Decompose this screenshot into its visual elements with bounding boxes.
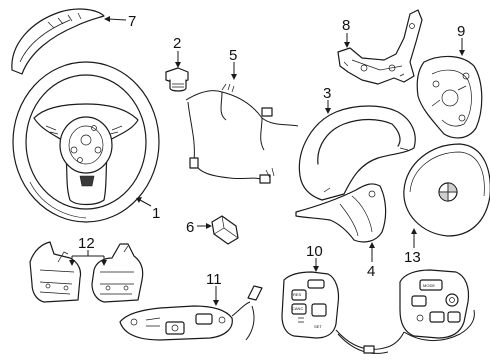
callout-numbers: 7 2 5 8 9 3 1 6 13 4 10 11 12 [78, 13, 465, 288]
paddle-shifter-right-part [91, 243, 144, 303]
backing-plate-part [416, 55, 483, 139]
right-switch-part: MODE [399, 269, 470, 339]
airbag-part [403, 143, 490, 237]
callout-10: 10 [306, 243, 323, 260]
wiring-harness-part [185, 83, 299, 184]
screw-part [165, 67, 189, 92]
callout-1: 1 [152, 205, 160, 222]
callout-11: 11 [206, 271, 222, 288]
lower-cover-part [298, 105, 416, 201]
steering-wheel-part [12, 61, 160, 223]
canc-button-label: CANC [292, 306, 303, 311]
mode-button-label: MODE [423, 283, 435, 288]
res-button-label: RES [293, 292, 302, 297]
lower-switch-part [119, 285, 263, 341]
callout-13: 13 [404, 249, 421, 266]
paddle-shifter-left-part [29, 241, 82, 303]
callout-5: 5 [229, 47, 237, 64]
set-button-label: SET [314, 324, 322, 329]
rim-cover-part [11, 8, 105, 75]
trim-panel-part [295, 183, 387, 243]
callout-12: 12 [78, 235, 95, 252]
callout-9: 9 [457, 23, 465, 40]
callout-2: 2 [173, 35, 181, 52]
callout-7: 7 [128, 13, 136, 30]
bracket-part [337, 9, 423, 85]
switch-wiring-part [335, 309, 475, 354]
left-switch-part: RES CANC SET [281, 271, 340, 339]
leader-lines [69, 16, 465, 306]
callout-3: 3 [323, 85, 331, 102]
connector-part [211, 215, 239, 245]
callout-8: 8 [342, 17, 350, 34]
callout-4: 4 [367, 263, 375, 280]
callout-6: 6 [186, 219, 194, 236]
